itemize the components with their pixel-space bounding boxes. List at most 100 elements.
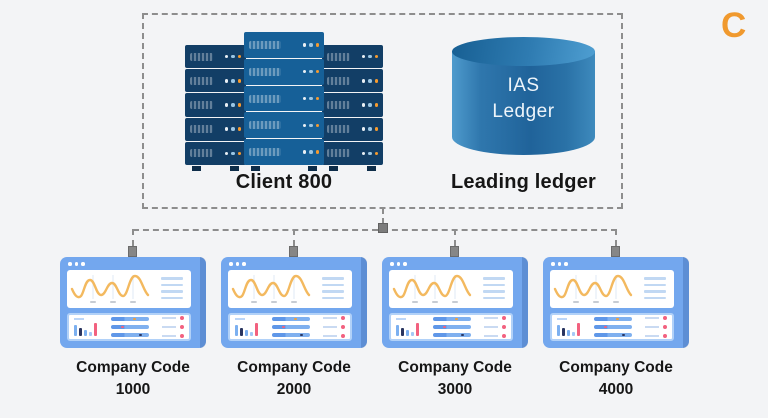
company-monitor-block: Company Code 3000 (382, 229, 528, 401)
progress-bars-icon (593, 316, 632, 338)
line-chart-card (67, 270, 191, 308)
company-code-label: Company Code 2000 (209, 357, 379, 401)
server-led-dots-icon (361, 79, 378, 83)
progress-bars-icon (271, 316, 310, 338)
server-led-dots-icon (302, 43, 319, 47)
server-unit (244, 32, 324, 58)
company-code-label: Company Code 1000 (48, 357, 218, 401)
server-unit (322, 117, 383, 141)
status-rows-icon (645, 316, 667, 338)
leading-ledger-label: Leading ledger (450, 171, 597, 193)
server-unit (244, 139, 324, 165)
server-led-dots-icon (224, 127, 241, 131)
monitors-row: Company Code 1000 (60, 229, 690, 401)
window-dots-icon (68, 262, 85, 266)
server-vent-icon (190, 52, 214, 61)
stats-card (228, 313, 352, 341)
status-rows-icon (484, 316, 506, 338)
server-led-dots-icon (224, 54, 241, 59)
connector-line (454, 229, 456, 246)
chart-legend-lines (161, 277, 183, 308)
bar-chart-icon (74, 318, 97, 336)
cylinder-text-line1: IAS (507, 75, 540, 96)
cylinder-top (452, 37, 595, 66)
server-vent-icon (249, 40, 282, 49)
chart-legend-lines (483, 277, 505, 308)
window-dots-icon (551, 262, 568, 266)
connector-line (615, 229, 617, 246)
server-vent-icon (249, 94, 282, 103)
stats-card (550, 313, 674, 341)
server-unit (185, 69, 246, 93)
chart-legend-lines (644, 277, 666, 308)
line-chart-card (389, 270, 513, 308)
server-unit (185, 93, 246, 117)
dashboard-monitor-icon (543, 257, 689, 348)
wave-chart-icon (553, 274, 633, 303)
server-led-dots-icon (361, 103, 378, 107)
progress-bars-icon (110, 316, 149, 338)
server-led-dots-icon (361, 151, 378, 156)
cylinder-text: IAS Ledger (452, 73, 595, 125)
server-unit (185, 117, 246, 141)
server-unit (244, 112, 324, 139)
company-code-number: 3000 (437, 381, 473, 398)
cylinder-body (452, 51, 595, 155)
connector-line-horizontal (133, 229, 617, 231)
company-monitor-block: Company Code 1000 (60, 229, 206, 401)
connector-node-main (378, 223, 388, 233)
connector-plug (128, 246, 137, 257)
bar-chart-icon (235, 318, 258, 336)
server-vent-icon (327, 76, 351, 85)
connector-plug (611, 246, 620, 257)
line-chart-card (228, 270, 352, 308)
server-vent-icon (190, 100, 214, 109)
server-unit (322, 44, 383, 69)
server-unit (185, 44, 246, 69)
server-led-dots-icon (302, 96, 319, 101)
wave-chart-icon (70, 274, 150, 303)
server-unit (322, 141, 383, 165)
brand-logo: C (721, 6, 747, 45)
wave-chart-icon (392, 274, 472, 303)
company-code-title: Company Code (398, 359, 512, 376)
company-code-title: Company Code (76, 359, 190, 376)
server-vent-icon (327, 125, 351, 134)
server-vent-icon (190, 149, 214, 158)
connector-plug (289, 246, 298, 257)
dashboard-monitor-icon (221, 257, 367, 348)
server-vent-icon (327, 100, 351, 109)
server-led-dots-icon (224, 79, 241, 83)
server-tower (185, 44, 246, 171)
bar-chart-icon (557, 318, 580, 336)
company-monitor-block: Company Code 2000 (221, 229, 367, 401)
company-code-number: 2000 (276, 381, 312, 398)
server-vent-icon (190, 76, 214, 85)
company-code-label: Company Code 3000 (370, 357, 540, 401)
server-led-dots-icon (302, 69, 319, 74)
server-vent-icon (249, 148, 282, 157)
stats-card (67, 313, 191, 341)
server-vent-icon (327, 149, 351, 158)
server-led-dots-icon (361, 54, 378, 59)
company-code-title: Company Code (237, 359, 351, 376)
wave-chart-icon (231, 274, 311, 303)
company-code-number: 1000 (115, 381, 151, 398)
progress-bars-icon (432, 316, 471, 338)
server-unit (322, 69, 383, 93)
server-vent-icon (327, 52, 351, 61)
connector-plug (450, 246, 459, 257)
status-rows-icon (323, 316, 345, 338)
company-code-number: 4000 (598, 381, 634, 398)
connector-line-main (382, 208, 384, 224)
dashboard-monitor-icon (60, 257, 206, 348)
server-unit (244, 85, 324, 112)
client-label: Client 800 (235, 171, 333, 193)
server-tower (322, 44, 383, 171)
dashboard-monitor-icon (382, 257, 528, 348)
company-code-title: Company Code (559, 359, 673, 376)
server-unit (185, 141, 246, 165)
cylinder-text-line2: Ledger (492, 101, 555, 122)
server-rack-illustration (185, 27, 383, 171)
